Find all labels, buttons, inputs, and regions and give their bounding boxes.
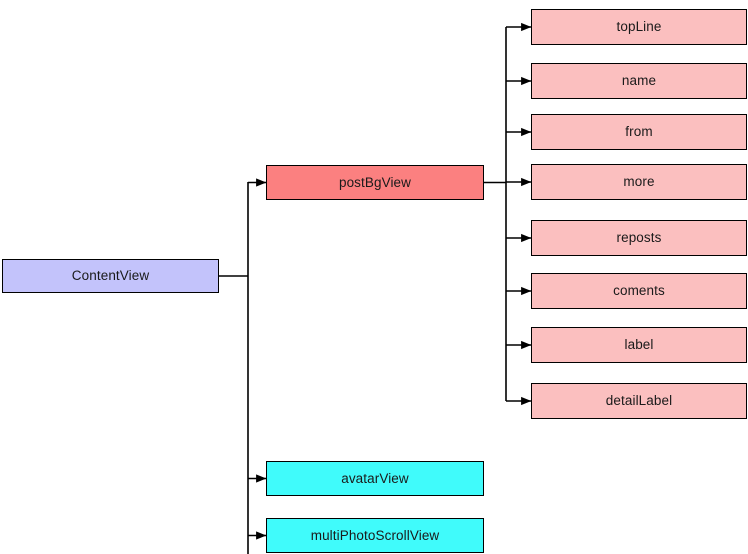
node-contentView[interactable]: ContentView [2, 259, 219, 293]
node-label-coments: coments [613, 283, 665, 299]
node-detailLabel[interactable]: detailLabel [531, 383, 747, 419]
node-avatarView[interactable]: avatarView [266, 461, 484, 496]
node-reposts[interactable]: reposts [531, 220, 747, 256]
node-label-contentView: ContentView [71, 268, 150, 284]
node-label-reposts: reposts [616, 230, 662, 246]
node-label-more: more [623, 174, 655, 190]
node-more[interactable]: more [531, 164, 747, 200]
node-topLine[interactable]: topLine [531, 9, 747, 45]
node-postBgView[interactable]: postBgView [266, 165, 484, 200]
node-label-postBgView: postBgView [338, 174, 412, 190]
node-label-name: name [621, 73, 657, 89]
node-label-topLine: topLine [616, 19, 662, 35]
node-name[interactable]: name [531, 63, 747, 99]
node-label[interactable]: label [531, 327, 747, 363]
node-label-multiPhotoScrollView: multiPhotoScrollView [310, 527, 440, 543]
node-label-detailLabel: detailLabel [605, 393, 673, 409]
node-multiPhotoScrollView[interactable]: multiPhotoScrollView [266, 518, 484, 553]
node-label-label: label [624, 337, 654, 353]
node-label-from: from [625, 124, 653, 140]
node-coments[interactable]: coments [531, 273, 747, 309]
node-label-avatarView: avatarView [341, 470, 409, 486]
node-from[interactable]: from [531, 114, 747, 150]
